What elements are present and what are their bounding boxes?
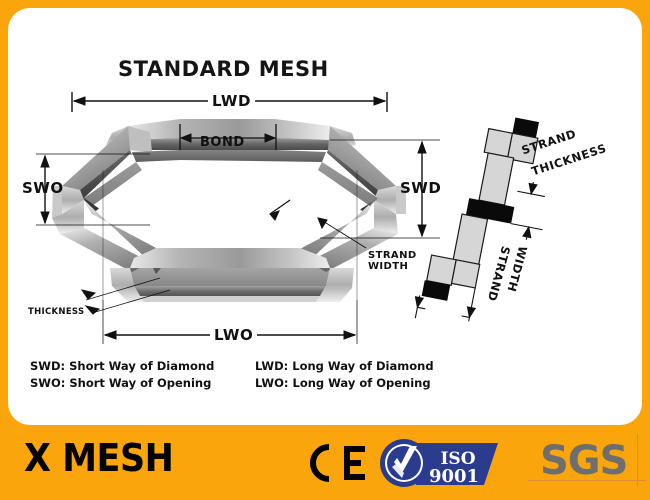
label-strand-width-line1: STRAND xyxy=(368,250,417,261)
legend-item-lwd: LWD: Long Way of Diamond xyxy=(255,359,434,373)
dim-thickness xyxy=(80,277,171,315)
sgs-rule-horizontal xyxy=(528,480,646,481)
detail-block-dark-2 xyxy=(465,198,515,224)
detail-band-1 xyxy=(478,152,515,206)
mesh-opening xyxy=(84,150,378,248)
detail-dim-width xyxy=(414,287,477,322)
strand-bottom xyxy=(130,248,330,302)
dim-swd xyxy=(320,139,440,239)
label-swd: SWD xyxy=(400,179,442,197)
iso-label-top: ISO xyxy=(440,449,475,469)
strand-right xyxy=(374,186,406,234)
brand-logo: X MESH xyxy=(24,436,174,480)
strand-detail-graphic xyxy=(414,117,545,322)
label-swo: SWO xyxy=(22,179,64,197)
detail-block-dark-3 xyxy=(421,280,451,301)
detail-dim-thickness xyxy=(510,182,545,240)
iso-label-bottom: 9001 xyxy=(429,466,479,487)
strand-bottom-left-wing xyxy=(110,268,144,302)
ce-mark-icon xyxy=(310,444,365,482)
label-bond: BOND xyxy=(200,135,245,150)
label-lwd: LWD xyxy=(208,93,255,110)
mesh-cell-graphic xyxy=(52,119,406,302)
label-thickness: THICKNESS xyxy=(28,307,85,317)
legend-right-column: LWD: Long Way of Diamond LWO: Long Way o… xyxy=(255,358,434,391)
iso-9001-badge-icon: ISO 9001 xyxy=(380,439,498,487)
label-strand-width-line2: WIDTH xyxy=(368,261,409,273)
legend-left-column: SWD: Short Way of Diamond SWO: Short Way… xyxy=(30,358,214,391)
sgs-logo: SGS xyxy=(540,438,628,484)
dim-swo xyxy=(36,153,150,226)
strand-left xyxy=(52,186,84,234)
legend-item-lwo: LWO: Long Way of Opening xyxy=(255,375,431,390)
label-strand-width: STRAND WIDTH xyxy=(368,250,417,272)
detail-block-light-4 xyxy=(450,259,481,289)
leader-strand-width xyxy=(269,199,367,249)
footer-bar xyxy=(0,425,650,500)
legend-item-swd: SWD: Short Way of Diamond xyxy=(30,359,215,373)
mesh-diagram xyxy=(36,92,440,344)
legend-item-swo: SWO: Short Way of Opening xyxy=(30,375,212,390)
strand-upper-left xyxy=(62,126,134,200)
dim-bond xyxy=(179,124,277,150)
label-lwo: LWO xyxy=(210,327,258,344)
detail-block-dark-1 xyxy=(512,117,539,138)
page-title: STANDARD MESH xyxy=(118,57,329,81)
strand-bottom-right-wing xyxy=(316,268,354,302)
sgs-rule-vertical xyxy=(637,434,638,486)
